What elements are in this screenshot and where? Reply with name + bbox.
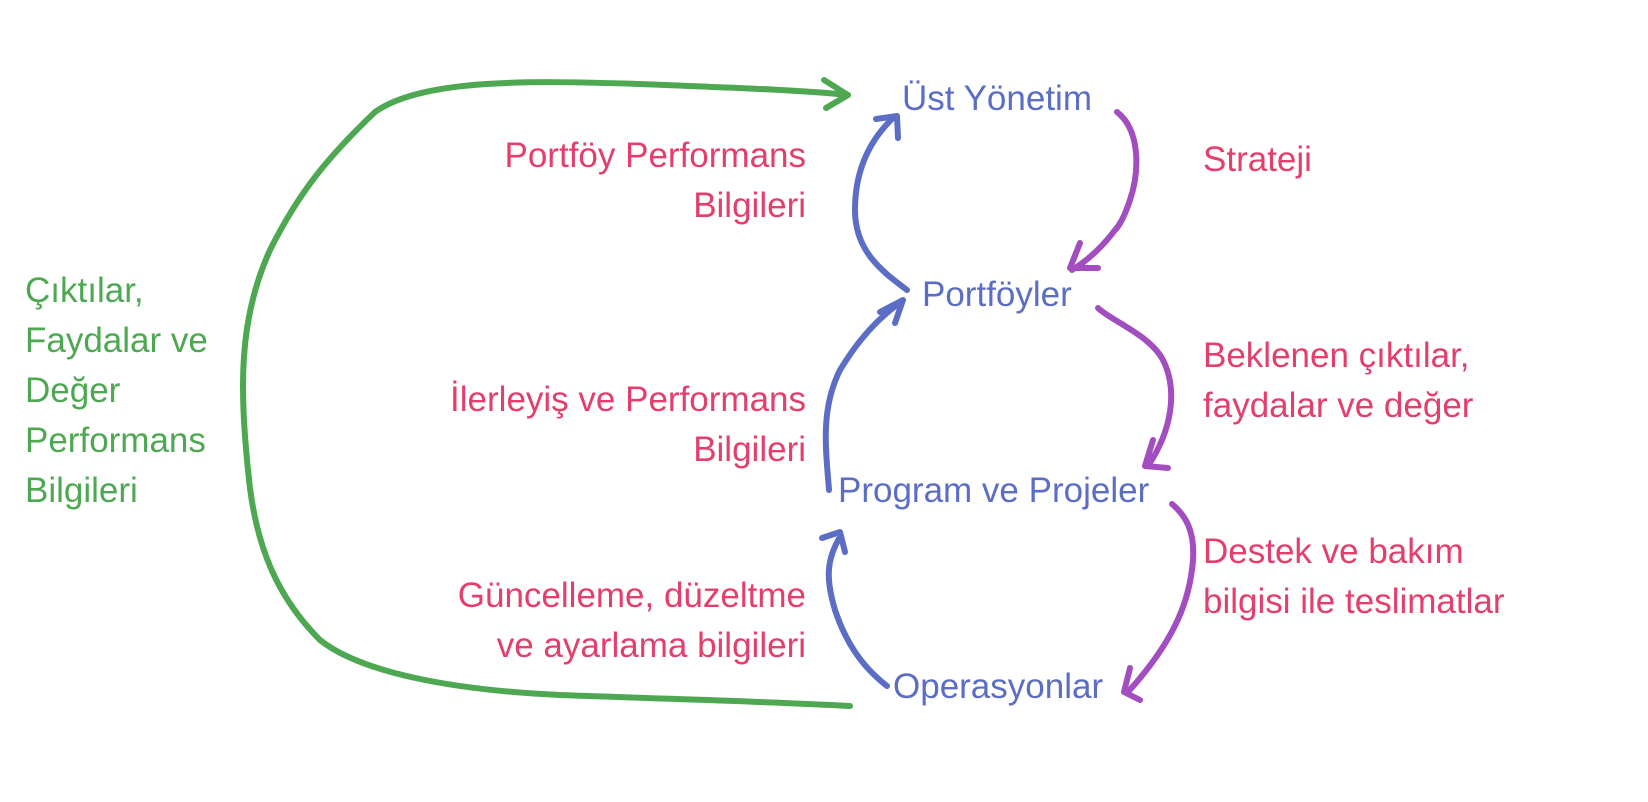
delivery-arrowhead: [1121, 665, 1143, 703]
label-line: Değer: [25, 371, 121, 410]
update-correction-arrowhead: [819, 529, 848, 555]
delivery-arrow-icon: [1121, 501, 1197, 703]
label-line: Portföy Performans: [504, 136, 807, 175]
feedback-arrowhead: [821, 77, 851, 111]
update-correction-arrow-path: [825, 534, 890, 689]
update-correction-arrow-icon: [819, 529, 890, 689]
node-program-ve-projeler: Program ve Projeler: [838, 471, 1150, 510]
node-ust-yonetim: Üst Yönetim: [902, 79, 1092, 118]
label-line: bilgisi ile teslimatlar: [1203, 582, 1505, 621]
label-destek-bakim: Destek ve bakım bilgisi ile teslimatlar: [1203, 527, 1504, 627]
label-guncelleme-bilgileri: Güncelleme, düzeltme ve ayarlama bilgile…: [458, 571, 806, 671]
progress-performance-arrow-icon: [822, 297, 906, 493]
node-portfoyler: Portföyler: [922, 275, 1072, 314]
label-beklenen-ciktilar: Beklenen çıktılar, faydalar ve değer: [1203, 331, 1473, 431]
label-line: Destek ve bakım: [1203, 532, 1464, 571]
delivery-arrow-path: [1125, 501, 1197, 695]
expected-outputs-arrow-path: [1095, 305, 1175, 469]
label-line: Güncelleme, düzeltme: [457, 576, 806, 615]
label-line: Strateji: [1203, 140, 1312, 179]
label-line: faydalar ve değer: [1203, 386, 1474, 425]
strategy-arrow-path: [1069, 109, 1140, 273]
expected-outputs-arrowhead: [1142, 437, 1171, 471]
label-line: Çıktılar,: [25, 271, 144, 310]
feedback-loop-arrow-icon: [240, 77, 853, 709]
expected-outputs-arrow-icon: [1095, 305, 1175, 471]
label-line: Faydalar ve: [25, 321, 208, 360]
label-line: Beklenen çıktılar,: [1203, 336, 1470, 375]
label-line: Bilgileri: [25, 471, 138, 510]
strategy-arrowhead: [1067, 240, 1101, 271]
label-ilerleyis-performans-bilgileri: İlerleyiş ve Performans Bilgileri: [450, 375, 806, 475]
label-line: Bilgileri: [693, 430, 806, 469]
label-ciktilar-faydalar-deger: Çıktılar, Faydalar ve Değer Performans B…: [25, 266, 208, 516]
label-portfoy-performans-bilgileri: Portföy Performans Bilgileri: [505, 131, 807, 231]
portfolio-performance-arrow-path: [852, 115, 910, 293]
portfolio-performance-arrow-icon: [852, 113, 910, 293]
strategy-arrow-icon: [1067, 109, 1140, 273]
progress-performance-arrowhead: [877, 297, 906, 326]
label-line: Performans: [25, 421, 206, 460]
label-strateji: Strateji: [1203, 135, 1312, 185]
label-line: İlerleyiş ve Performans: [450, 380, 806, 419]
feedback-loop-path: [240, 79, 853, 709]
label-line: ve ayarlama bilgileri: [496, 626, 806, 665]
label-line: Bilgileri: [693, 186, 806, 225]
progress-performance-arrow-path: [822, 299, 904, 493]
node-operasyonlar: Operasyonlar: [893, 667, 1104, 706]
portfolio-performance-arrowhead: [873, 113, 901, 141]
